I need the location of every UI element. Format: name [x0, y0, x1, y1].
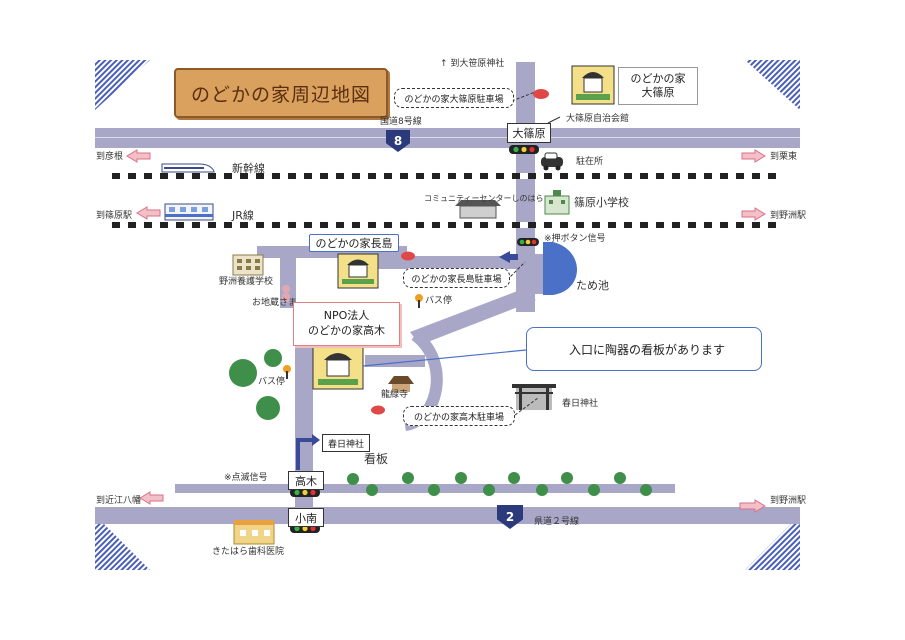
corner-bottom-right — [745, 515, 800, 570]
oosasahara-home-line2: 大篠原 — [641, 86, 675, 99]
to-shinohara-station-label: 到篠原駅 — [96, 211, 133, 221]
route-8-shield: 8 — [386, 130, 410, 152]
nagashima-road — [355, 256, 525, 269]
nagashima-parking-label: のどかの家長島駐車場 — [403, 268, 510, 288]
push-signal-label: ※押ボタン信号 — [544, 234, 606, 244]
to-oosasahara-shrine-label: ↑ 到大笹原神社 — [440, 59, 505, 69]
arrow-left-omihachiman-icon — [139, 491, 164, 505]
school-icon — [544, 190, 570, 215]
corner-top-right — [745, 60, 800, 110]
nodoka-home-oosasahara-icon — [571, 65, 615, 105]
pond-label: ため池 — [576, 279, 609, 292]
shrine-label: 春日神社 — [562, 399, 599, 409]
arrow-right-yasu-top-icon — [741, 207, 766, 221]
jr-line-label: JR線 — [232, 209, 254, 222]
to-hikone-label: 到彦根 — [96, 152, 124, 162]
car-icon — [371, 89, 549, 415]
leader-lines — [362, 91, 561, 416]
oosasahara-parking-label: のどかの家大篠原駐車場 — [394, 88, 514, 108]
turn-arrow-icon — [296, 438, 312, 470]
entrance-callout: 入口に陶器の看板があります — [526, 327, 762, 371]
arrow-left-hikone-icon — [126, 149, 151, 163]
kasuga-shrine-sign: 春日神社 — [322, 434, 370, 452]
arrow-right-ritto-icon — [741, 149, 766, 163]
takagi-home-line2: のどかの家高木 — [308, 324, 385, 337]
roads — [95, 62, 800, 524]
to-yasu-station-label: 到野洲駅 — [770, 496, 807, 506]
shinkansen-label: 新幹線 — [232, 162, 265, 175]
bus-stop-icon — [283, 294, 423, 379]
arrow-left-nagashima-icon — [499, 251, 518, 263]
dental-clinic-label: きたはら歯科医院 — [212, 547, 285, 557]
police-car-icon — [541, 152, 563, 171]
map-title: のどかの家周辺地図 — [174, 68, 388, 118]
intersection-takagi: 高木 — [288, 471, 324, 490]
to-omihachiman-label: 到近江八幡 — [96, 496, 142, 506]
intersection-kominami: 小南 — [288, 508, 324, 527]
traffic-light-takagi-icon — [290, 488, 320, 497]
turn-arrow-head-icon — [312, 434, 320, 446]
nagashima-home-label: のどかの家長島 — [309, 234, 399, 252]
jr-train-icon — [164, 203, 214, 221]
corner-bottom-left — [95, 515, 150, 570]
takagi-parking-label: のどかの家高木駐車場 — [403, 406, 515, 426]
pond — [543, 242, 577, 295]
pref-2-label: 県道２号線 — [534, 517, 580, 527]
route-8-label: 国道8号線 — [380, 117, 422, 127]
takagi-home-line1: NPO法人 — [323, 309, 370, 323]
diagonal-road — [410, 290, 536, 345]
nodoka-home-nagashima-icon — [337, 253, 379, 289]
takagi-home-label: NPO法人 のどかの家高木 — [293, 302, 400, 346]
signboard-label: 看板 — [364, 452, 389, 466]
police-box-label: 駐在所 — [576, 157, 604, 167]
jizo-icon — [282, 285, 290, 302]
shinkansen-train-icon — [161, 163, 215, 173]
blink-signal-label: ※点滅信号 — [224, 473, 268, 483]
route-8-center — [95, 137, 800, 138]
community-center-icon — [455, 200, 501, 219]
school-label: 篠原小学校 — [574, 196, 629, 209]
temple-icon — [388, 376, 414, 392]
traffic-light-oosasahara-icon — [509, 145, 539, 154]
oosasahara-home-line1: のどかの家 — [630, 71, 686, 85]
north-south-road — [516, 62, 535, 312]
arrow-right-yasu-icon — [739, 499, 766, 513]
yogo-school-label: 野洲養護学校 — [219, 277, 274, 287]
intersection-oosasahara: 大篠原 — [507, 123, 551, 143]
lower-road — [175, 484, 675, 493]
arrow-left-shinohara-icon — [136, 206, 161, 220]
jr-track — [110, 222, 780, 228]
oosasahara-hall-label: 大篠原自治会館 — [566, 114, 630, 124]
nodoka-home-takagi-icon — [312, 346, 364, 390]
jizo-label: お地蔵さま — [252, 298, 298, 308]
temple-label: 龍緑寺 — [381, 390, 409, 400]
to-ritto-label: 到栗東 — [770, 152, 798, 162]
community-center-label: コミュニティーセンターしのはら — [424, 194, 544, 203]
bus-stop-2-label: バス停 — [258, 377, 286, 387]
traffic-light-push-icon — [517, 238, 539, 246]
oosasahara-home-label: のどかの家 大篠原 — [618, 67, 698, 105]
bus-stop-1-label: バス停 — [425, 296, 453, 306]
pref-2-road — [95, 507, 800, 524]
to-yasu-station-top-label: 到野洲駅 — [770, 211, 807, 221]
pond-road — [535, 254, 543, 294]
yogo-school-icon — [232, 254, 264, 276]
dental-clinic-icon — [233, 520, 275, 545]
trees — [229, 349, 652, 496]
corner-top-left — [95, 60, 150, 110]
torii-shrine-icon — [512, 384, 556, 410]
shinkansen-track — [110, 173, 780, 179]
